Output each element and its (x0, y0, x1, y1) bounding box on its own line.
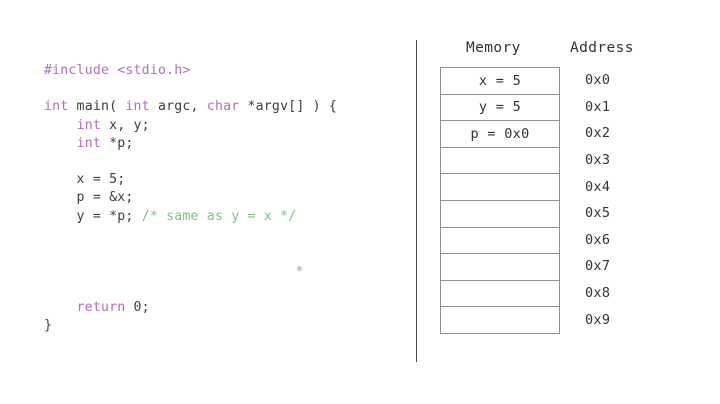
memory-row (441, 281, 559, 308)
address-value: 0x4 (585, 178, 611, 195)
code-token-kw: return (76, 299, 126, 315)
code-token-plain: } (44, 317, 53, 333)
memory-cell-value: x = 5 (478, 72, 522, 89)
address-value: 0x0 (585, 72, 611, 89)
code-line: x = 5; (44, 171, 394, 189)
code-blank-line (44, 244, 394, 262)
memory-cell-table: x = 5 y = 5 p = 0x0 (440, 67, 560, 334)
code-token-kw: int (76, 135, 101, 151)
code-token-kw: #include <stdio.h> (44, 63, 191, 78)
code-line: int *p; (44, 135, 394, 153)
code-token-comment: /* same as y = x */ (141, 208, 297, 224)
code-token-plain: *p; (100, 135, 134, 151)
address-column-header: Address (570, 40, 634, 56)
address-row: 0x4 (585, 173, 610, 200)
address-value: 0x8 (585, 285, 611, 302)
memory-row: p = 0x0 (441, 121, 559, 148)
code-line: int x, y; (44, 117, 394, 135)
code-token-plain (44, 136, 77, 151)
memory-row (441, 201, 559, 228)
code-blank-line (44, 262, 394, 280)
code-line: y = *p; /* same as y = x */ (44, 208, 394, 226)
code-token-plain: 0; (125, 299, 150, 315)
address-value: 0x6 (585, 231, 611, 248)
code-line: p = &x; (44, 189, 394, 207)
address-value: 0x2 (585, 125, 611, 142)
code-token-kw: char (206, 99, 240, 115)
code-token-plain: *argv[] ) { (239, 99, 338, 115)
code-token-plain: main( (68, 99, 126, 115)
address-row: 0x7 (585, 253, 610, 280)
address-value: 0x9 (585, 311, 611, 328)
address-row: 0x1 (585, 94, 610, 121)
address-value: 0x5 (585, 205, 611, 222)
vertical-divider (416, 40, 417, 362)
address-row: 0x8 (585, 280, 610, 307)
code-token-plain: p = &x; (44, 190, 134, 206)
address-row: 0x5 (585, 200, 610, 227)
code-token-kw: int (125, 99, 150, 115)
code-token-kw: int (44, 99, 69, 115)
address-row: 0x3 (585, 147, 610, 174)
code-blank-line (44, 226, 394, 244)
address-list: 0x0 0x1 0x2 0x3 0x4 0x5 0x6 0x7 0x8 0x9 (585, 67, 610, 333)
code-token-plain (44, 118, 77, 133)
memory-row (441, 228, 559, 255)
address-row: 0x6 (585, 227, 610, 254)
memory-row (441, 174, 559, 201)
memory-row: x = 5 (441, 68, 559, 95)
memory-column-header: Memory (466, 40, 521, 56)
code-line: } (44, 317, 394, 335)
code-token-plain (44, 300, 77, 315)
code-blank-line (44, 280, 394, 298)
code-line: #include <stdio.h> (44, 62, 394, 80)
address-value: 0x7 (585, 258, 611, 275)
stray-dot-artifact (297, 266, 302, 271)
memory-cell-value: p = 0x0 (470, 125, 530, 142)
code-line: int main( int argc, char *argv[] ) { (44, 98, 394, 116)
code-token-plain: x, y; (100, 117, 150, 133)
memory-row (441, 307, 559, 334)
code-token-plain: x = 5; (44, 172, 126, 188)
memory-cell-value: y = 5 (478, 99, 522, 116)
code-line: return 0; (44, 299, 394, 317)
memory-row (441, 148, 559, 175)
address-row: 0x0 (585, 67, 610, 94)
address-row: 0x9 (585, 306, 610, 333)
code-token-plain: y = *p; (44, 208, 142, 224)
code-token-plain: argc, (149, 99, 207, 115)
memory-row (441, 254, 559, 281)
code-blank-line (44, 80, 394, 98)
address-value: 0x1 (585, 98, 611, 115)
address-value: 0x3 (585, 152, 611, 169)
memory-row: y = 5 (441, 95, 559, 122)
code-listing: #include <stdio.h> int main( int argc, c… (44, 62, 394, 335)
code-token-kw: int (76, 117, 101, 133)
code-blank-line (44, 153, 394, 171)
address-row: 0x2 (585, 120, 610, 147)
